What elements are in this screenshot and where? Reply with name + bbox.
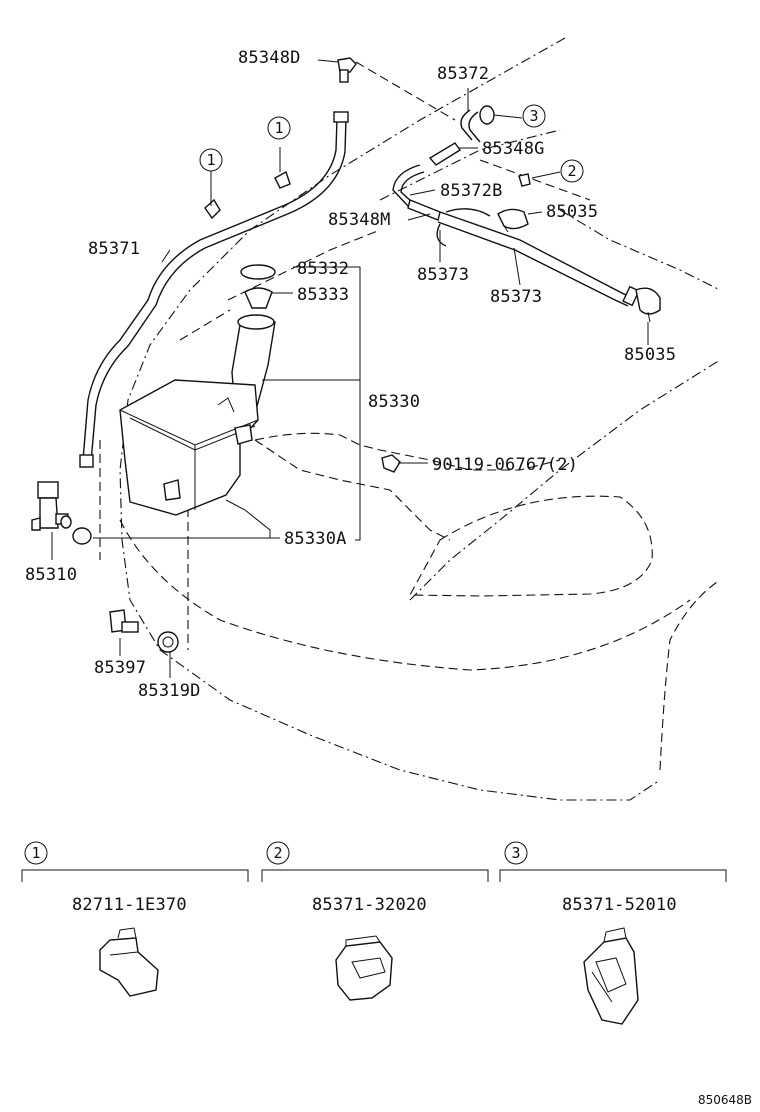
bolt-90119 [381,454,401,473]
callout-3: 3 [529,107,538,125]
legend-partno-1: 82711-1E370 [72,895,187,915]
grommet-85319D [157,631,179,653]
hose-assembly-top [392,105,640,307]
legend-ref-1: 1 [31,844,40,862]
callout-circles: 1 1 3 2 [199,104,584,183]
legend-partno-3: 85371-52010 [562,895,677,915]
part-labels: 85348D 85372 85348G 85372B 85348M 85035 … [25,48,676,701]
legend: 1 82711-1E370 2 85371-32020 3 85371-5201… [21,841,727,1025]
label-85372B: 85372B [440,181,503,201]
washer-pump-85310 [31,481,72,531]
label-85333: 85333 [297,285,349,305]
callout-circle-2 [560,159,584,183]
vehicle-body-outline [99,37,721,801]
label-85371: 85371 [88,239,140,259]
grommet-85330A [72,527,92,545]
callout-1a: 1 [274,119,283,137]
label-85319D: 85319D [138,681,201,701]
label-85348G: 85348G [482,139,545,159]
callout-circle-1a [267,116,291,140]
callout-2: 2 [567,162,576,180]
legend-item-1: 1 82711-1E370 [21,841,249,997]
clip-small-2 [518,173,531,187]
label-85310: 85310 [25,565,77,585]
washer-hose-85371 [79,111,349,468]
label-85035-bottom: 85035 [624,345,676,365]
sensor-85397 [109,609,139,633]
callout-circle-1b [199,148,223,172]
legend-item-2: 2 85371-32020 [261,841,489,1001]
legend-ref-3: 3 [511,844,520,862]
label-85397: 85397 [94,658,146,678]
nozzle-85035-bottom [635,287,661,323]
legend-partno-2: 85371-32020 [312,895,427,915]
label-85348M: 85348M [328,210,391,230]
callout-circle-3 [522,104,546,128]
leader-lines [51,59,649,678]
callout-1b: 1 [206,151,215,169]
joint-85348D [337,57,357,83]
nozzle-85035-top [497,208,529,233]
label-85348D: 85348D [238,48,301,68]
label-85330A: 85330A [284,529,347,549]
legend-ref-2: 2 [273,844,282,862]
washer-reservoir-85330 [119,264,276,516]
drawing-code: 850648B [698,1093,752,1107]
legend-item-3: 3 85371-52010 [499,841,727,1025]
label-85330: 85330 [368,392,420,412]
label-85332: 85332 [297,259,349,279]
label-90119-06767: 90119-06767(2) [432,455,578,475]
label-85373-b: 85373 [490,287,542,307]
label-85035-top: 85035 [546,202,598,222]
label-85373-a: 85373 [417,265,469,285]
label-85372: 85372 [437,64,489,84]
